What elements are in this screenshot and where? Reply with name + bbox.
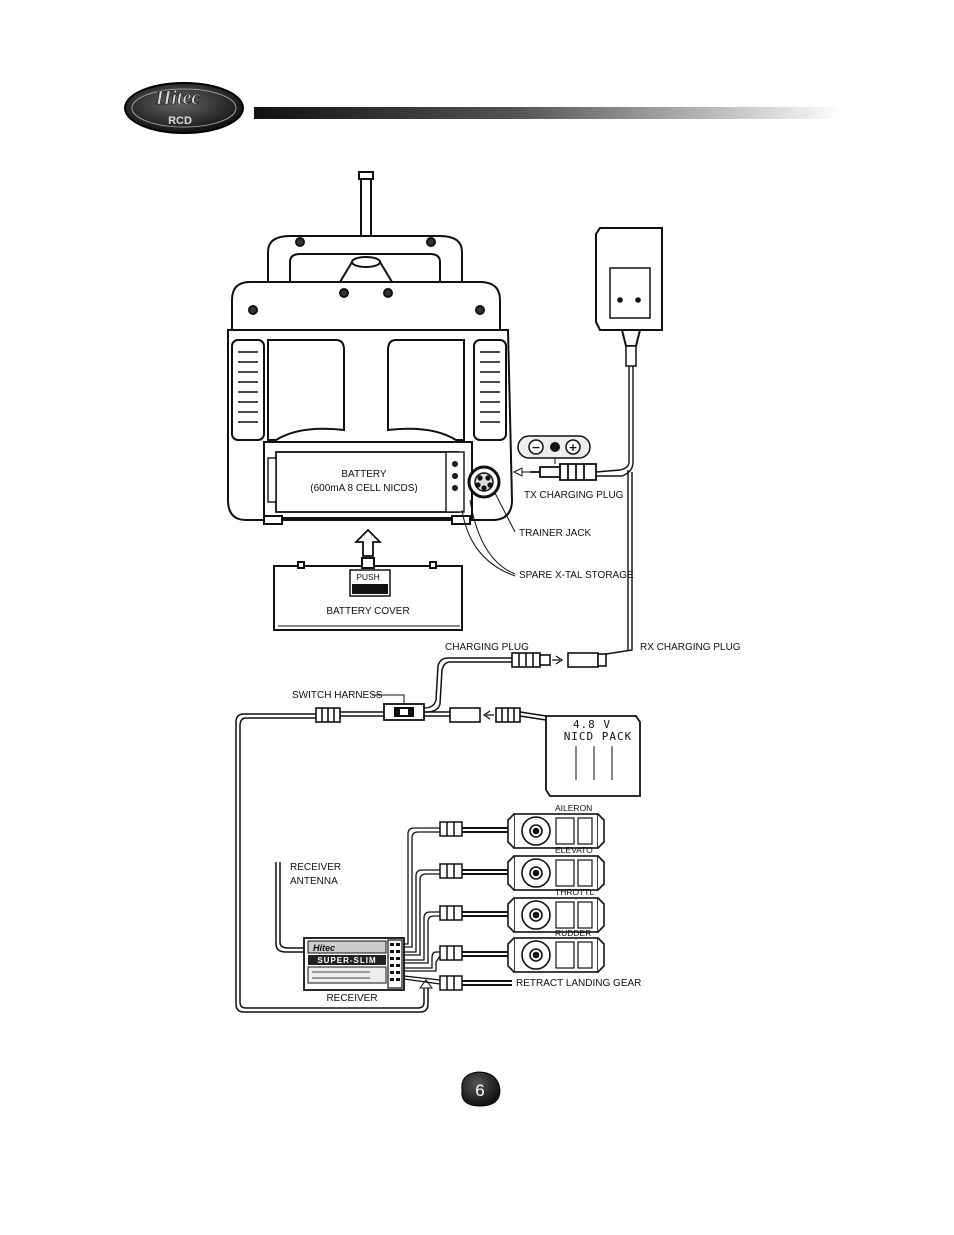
brand-logo: Hitec RCD	[124, 82, 244, 134]
minus-icon: −	[531, 441, 540, 454]
receiver-brand: Hitec	[313, 943, 335, 953]
tx-charging-plug-label: TX CHARGING PLUG	[524, 490, 624, 501]
push-label: PUSH	[356, 572, 380, 582]
logo-subtext: RCD	[168, 115, 192, 127]
transmitter-battery	[275, 451, 459, 513]
nicd-pack-label: NICD PACK	[564, 730, 633, 743]
transmitter-body	[231, 281, 501, 331]
retract-landing-gear-label: RETRACT LANDING GEAR	[516, 978, 641, 989]
nicd-pack	[545, 715, 641, 797]
trainer-jack-label: TRAINER JACK	[519, 528, 592, 539]
charging-plug	[511, 652, 551, 668]
receiver-antenna-label-2: ANTENNA	[290, 876, 338, 887]
servo-label-aileron: AILERON	[555, 803, 592, 813]
battery-cover	[273, 557, 463, 631]
header-gradient-bar	[254, 107, 844, 119]
polarity-symbol: − +	[517, 435, 591, 464]
left-arrow-icon	[512, 467, 523, 477]
tx-charging-plug	[530, 463, 597, 481]
servo-label-rudder: RUDDER	[555, 928, 591, 938]
rx-charging-plug	[567, 652, 607, 668]
page-number: 6	[475, 1081, 484, 1100]
servo-rudder	[507, 937, 605, 973]
switch-harness-label: SWITCH HARNESS	[292, 690, 383, 701]
up-arrow-icon	[419, 979, 433, 989]
servo-label-elevator: ELEVATO	[555, 845, 593, 855]
spare-xtal-storage-label: SPARE X-TAL STORAGE	[519, 570, 634, 581]
servo-aileron	[507, 813, 605, 849]
receiver-unit	[303, 937, 405, 991]
nicd-voltage-label: 4.8 V	[573, 718, 611, 731]
servo-elevator	[507, 855, 605, 891]
battery-cover-label: BATTERY COVER	[326, 606, 409, 617]
battery-label: BATTERY	[341, 469, 387, 480]
switch-harness	[383, 703, 425, 721]
servo-label-throttle: THROTTL	[555, 887, 594, 897]
receiver-model: SUPER-SLIM	[317, 956, 376, 965]
wall-charger	[595, 227, 663, 367]
servo-throttle	[507, 897, 605, 933]
logo-text: Hitec	[155, 87, 201, 109]
page-number-badge: 6	[461, 1071, 501, 1107]
insert-arrow-icon	[353, 528, 383, 557]
header: Hitec RCD	[124, 82, 844, 134]
transmitter	[227, 171, 514, 525]
right-arrow-icon	[552, 655, 564, 665]
rx-charging-plug-label: RX CHARGING PLUG	[640, 642, 741, 653]
receiver-label: RECEIVER	[326, 993, 377, 1004]
charging-plug-label: CHARGING PLUG	[445, 642, 529, 653]
receiver-antenna-label: RECEIVER	[290, 862, 341, 873]
battery-spec-label: (600mA 8 CELL NICDS)	[310, 483, 417, 494]
plus-icon: +	[568, 441, 577, 454]
